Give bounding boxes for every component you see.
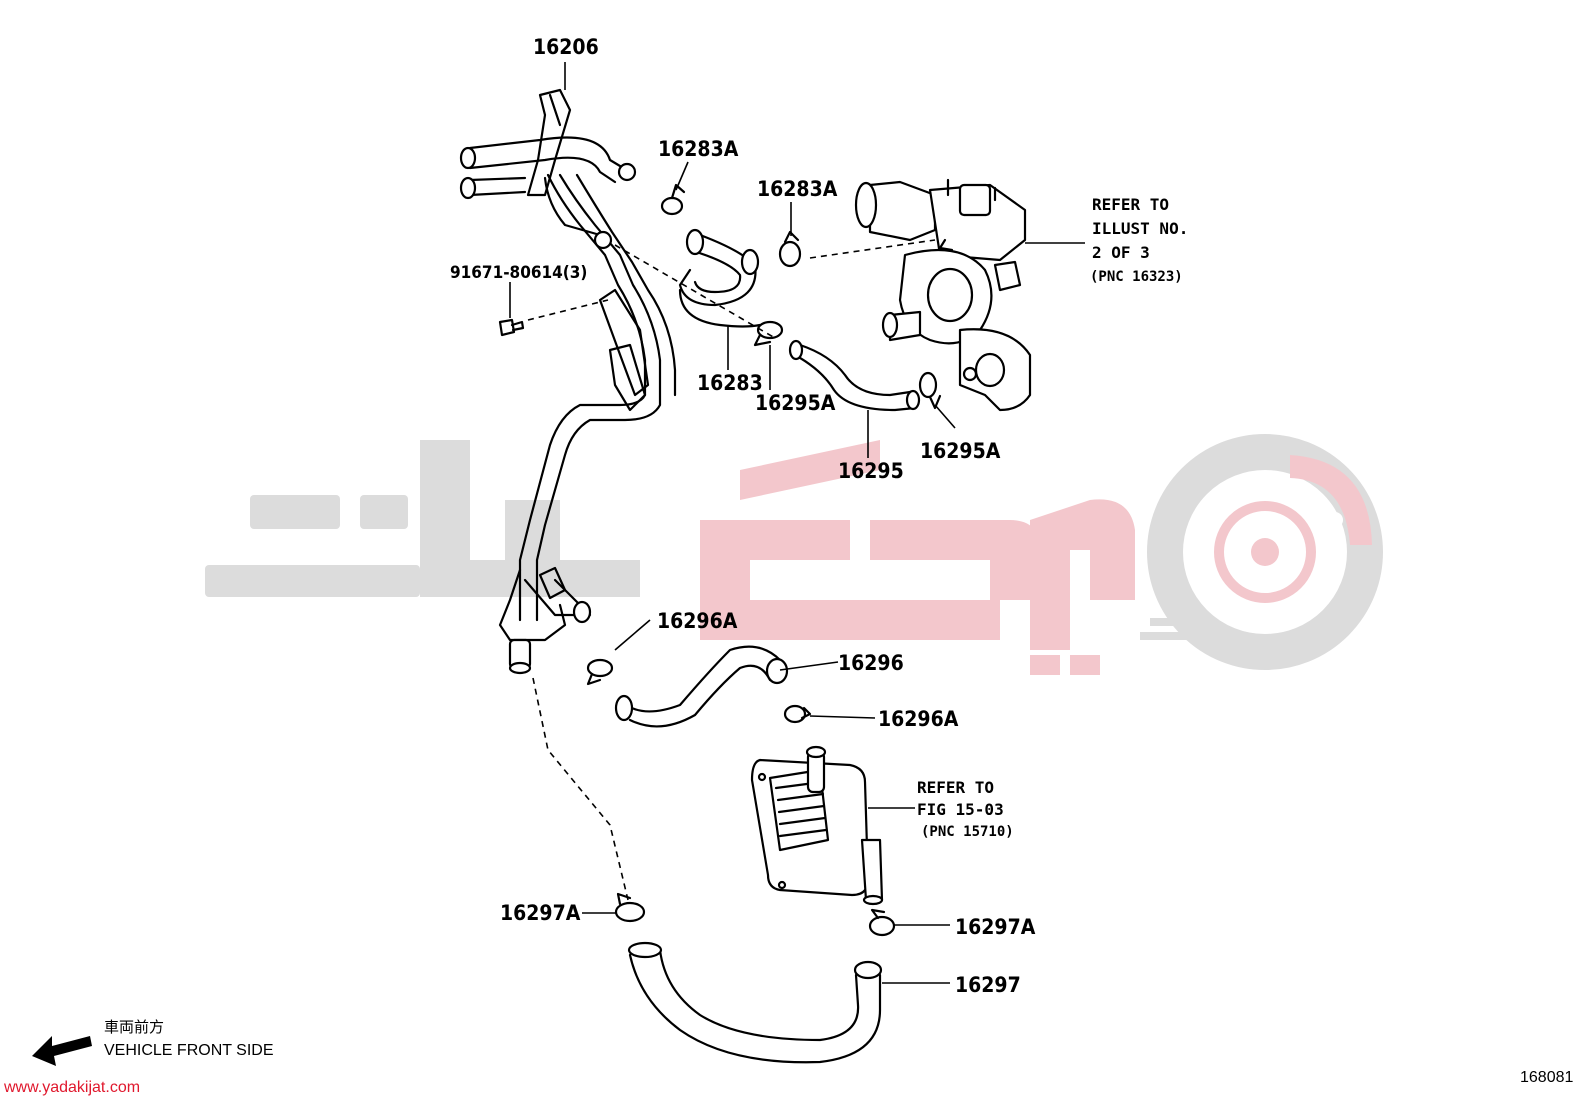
refer-illust-line3: 2 OF 3 [1092, 243, 1150, 262]
refer-fig-pnc: (PNC 15710) [921, 824, 1014, 840]
hose-16283 [678, 228, 762, 328]
refer-fig-line1: REFER TO [917, 778, 994, 797]
oil-cooler [750, 745, 884, 906]
clamp-16297A-left [614, 892, 646, 923]
label-16297: 16297 [955, 973, 1021, 997]
clamp-16283A-right [778, 230, 802, 268]
label-16297A-right: 16297A [955, 915, 1036, 939]
label-91671-80614: 91671-80614(3) [450, 263, 587, 283]
refer-illust-line2: ILLUST NO. [1092, 219, 1188, 238]
label-16295A-upper: 16295A [755, 391, 836, 415]
label-16206: 16206 [533, 35, 599, 59]
water-outlet-housing [854, 178, 1032, 412]
hose-16297 [627, 941, 883, 1064]
leader-lines [509, 62, 1085, 984]
clamp-16295A-lower [918, 371, 942, 410]
vehicle-front-indicator: 車両前方 VEHICLE FRONT SIDE [32, 1018, 274, 1066]
front-label-jp: 車両前方 [104, 1018, 164, 1036]
watermark-logo [205, 434, 1383, 675]
front-label-en: VEHICLE FRONT SIDE [104, 1042, 274, 1059]
arrow-left-icon [32, 1036, 92, 1066]
clamp-16296A-upper [586, 658, 614, 686]
refer-fig-line2: FIG 15-03 [917, 800, 1004, 819]
hose-16296 [614, 645, 789, 728]
label-16295: 16295 [838, 459, 904, 483]
pipe-assembly-16206 [459, 88, 677, 675]
label-16296: 16296 [838, 651, 904, 675]
bolt-91671 [498, 318, 525, 337]
clamp-16295A-upper [753, 320, 784, 347]
label-16283A-right: 16283A [757, 177, 838, 201]
clamp-16283A-left [660, 183, 686, 216]
refer-illust-line1: REFER TO [1092, 195, 1169, 214]
label-16283: 16283 [697, 371, 763, 395]
clamp-16296A-lower [783, 704, 812, 724]
hose-16295 [788, 339, 921, 412]
label-16295A-lower: 16295A [920, 439, 1001, 463]
label-16283A-left: 16283A [658, 137, 739, 161]
refer-illust-pnc: (PNC 16323) [1090, 269, 1183, 285]
label-16296A-lower: 16296A [878, 707, 959, 731]
dashed-connection-lines [527, 239, 936, 901]
diagram-code: 168081 [1520, 1069, 1573, 1086]
website-watermark: www.yadakijat.com [3, 1079, 140, 1096]
clamp-16297A-right [868, 908, 896, 937]
label-16297A-left: 16297A [500, 901, 581, 925]
label-16296A-upper: 16296A [657, 609, 738, 633]
